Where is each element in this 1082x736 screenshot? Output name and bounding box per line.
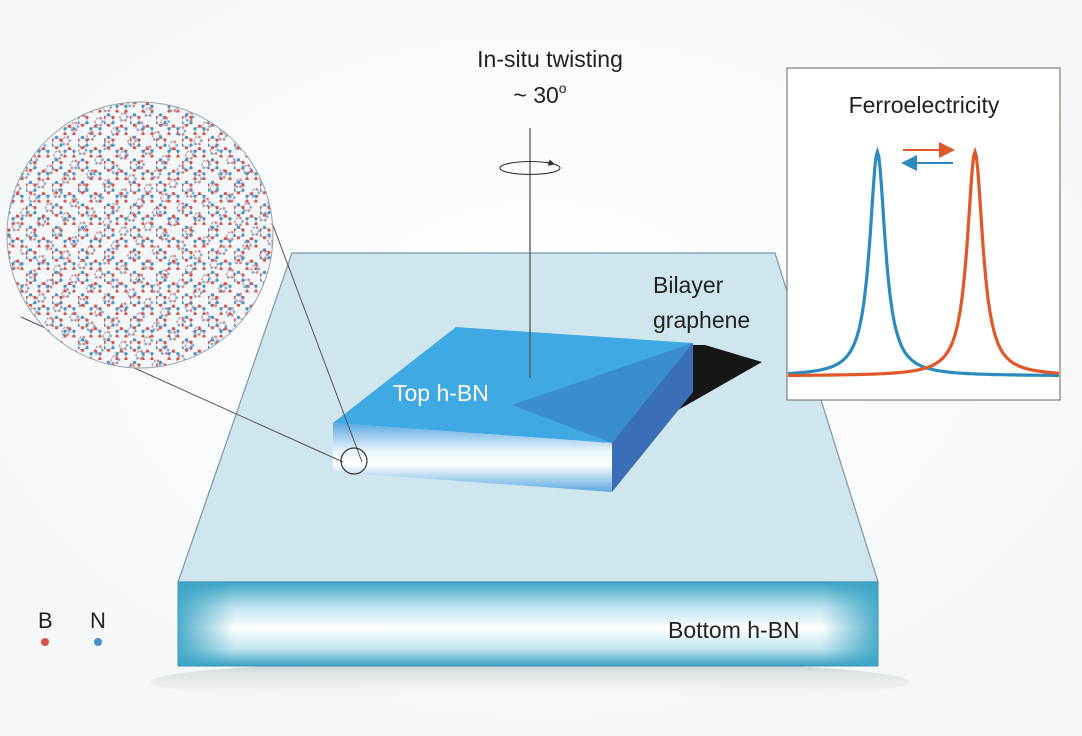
legend-dot-b	[41, 638, 49, 646]
bottom-hbn-label: Bottom h-BN	[668, 617, 800, 643]
curve-blue	[787, 146, 1059, 377]
lattice-zoom-circle	[6, 101, 274, 369]
zoom-line-upper	[255, 179, 363, 463]
legend-dot-n	[94, 638, 102, 646]
curve-orange	[788, 146, 1060, 377]
zoom-origin-circle	[340, 447, 368, 475]
substrate-side-shade	[178, 582, 878, 666]
twist-label-line1: In-situ twisting	[477, 46, 623, 72]
substrate-shadow	[150, 660, 910, 704]
lattice-circle-border	[6, 101, 274, 369]
legend-label-n: N	[90, 608, 106, 633]
twist-label-line2: ~ 30o	[513, 80, 566, 108]
flake-top-shade	[512, 343, 693, 443]
inset-title: Ferroelectricity	[849, 92, 1000, 118]
inset-frame	[786, 67, 1061, 401]
top-hbn-label: Top h-BN	[393, 380, 489, 406]
rotation-arrowhead-icon	[545, 159, 556, 166]
bilayer-label-line2: graphene	[653, 307, 750, 333]
ferroelectricity-inset: Ferroelectricity	[786, 67, 1061, 401]
bilayer-label-line1: Bilayer	[653, 272, 724, 298]
atom-legend: B N	[38, 608, 106, 646]
rotation-arrow-icon	[499, 160, 561, 176]
legend-label-b: B	[38, 608, 53, 633]
rotation-axis	[499, 128, 561, 378]
flake-front-face	[333, 423, 612, 492]
flake-right-face	[612, 343, 693, 492]
top-hbn-flake	[333, 327, 693, 492]
